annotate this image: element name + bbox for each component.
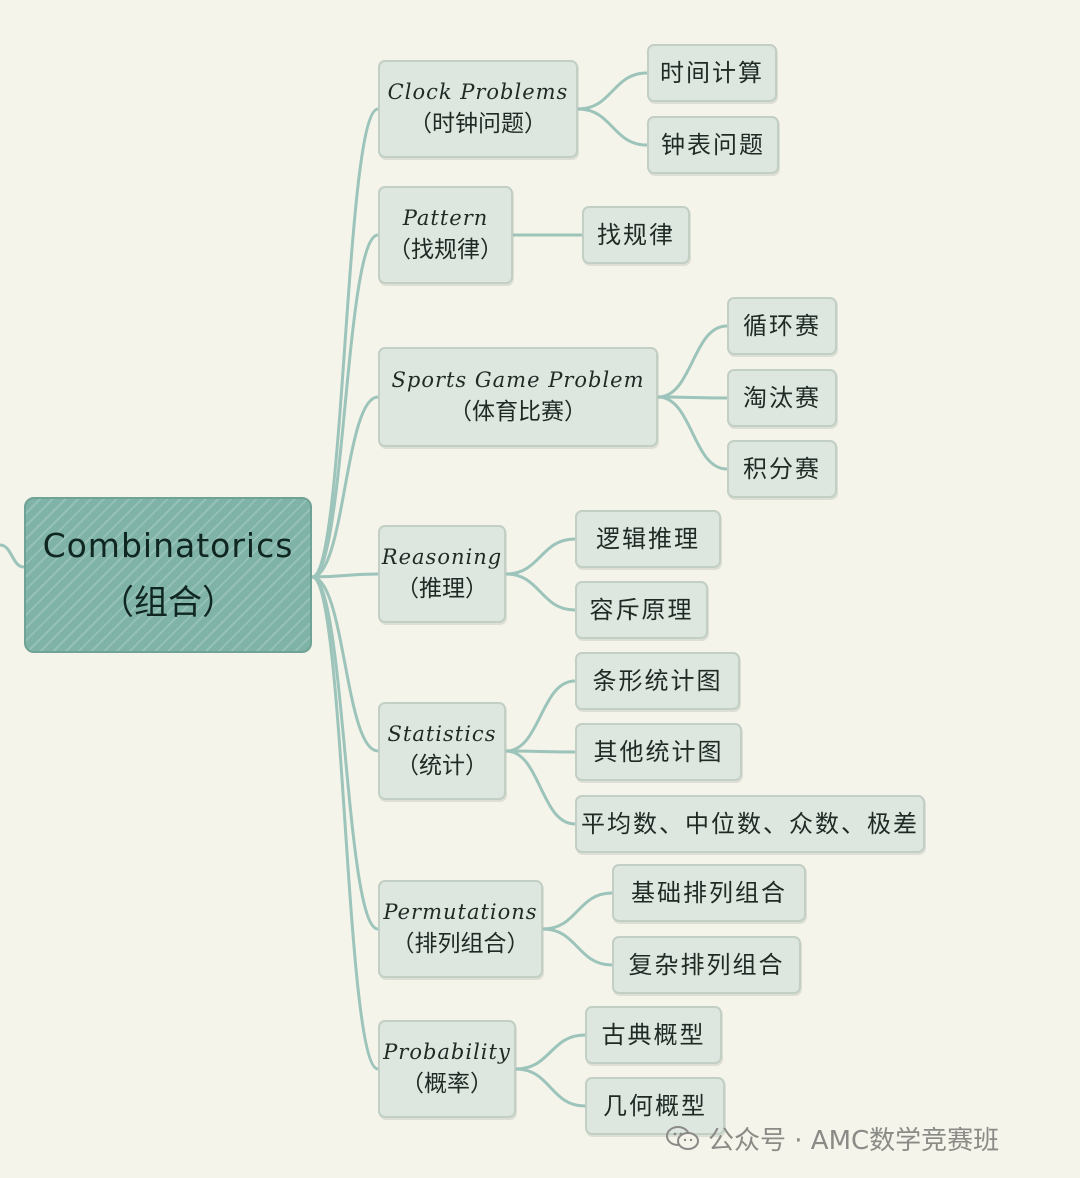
- connector-line: [504, 679, 577, 753]
- connector-line: [310, 107, 380, 579]
- watermark-text: 公众号 · AMC数学竞赛班: [708, 1125, 1000, 1156]
- branch-reasoning: Reasoning （推理）: [378, 525, 506, 623]
- connector-line: [576, 71, 649, 111]
- branch-label-en: Permutations: [383, 900, 538, 925]
- branch-label-en: Clock Problems: [387, 80, 569, 105]
- leaf-time-calculation: 时间计算: [647, 44, 777, 102]
- leaf-round-robin: 循环赛: [727, 297, 837, 355]
- root-node: Combinatorics （组合）: [24, 497, 312, 653]
- branch-label-en: Reasoning: [381, 545, 503, 570]
- connector-line: [656, 395, 729, 471]
- branch-label-en: Sports Game Problem: [391, 368, 645, 393]
- watermark: 公众号 · AMC数学竞赛班: [666, 1118, 999, 1158]
- connector-line: [541, 891, 614, 931]
- connector-line: [310, 233, 380, 579]
- branch-sports-game-problem: Sports Game Problem （体育比赛）: [378, 347, 658, 447]
- branch-label-zh: （概率）: [401, 1070, 493, 1097]
- leaf-mean-median-mode-range: 平均数、中位数、众数、极差: [575, 795, 925, 853]
- branch-label-en: Statistics: [387, 722, 497, 747]
- leaf-other-charts: 其他统计图: [575, 723, 742, 781]
- branch-permutations: Permutations （排列组合）: [378, 880, 543, 978]
- leaf-geometric-probability: 几何概型: [585, 1077, 725, 1135]
- branch-pattern: Pattern （找规律）: [378, 186, 513, 284]
- connector-line: [656, 324, 729, 399]
- connector-line: [576, 107, 649, 147]
- branch-label-zh: （排列组合）: [391, 930, 530, 957]
- connector-line: [504, 537, 577, 576]
- connector-line: [514, 1067, 587, 1108]
- branch-label-zh: （时钟问题）: [409, 110, 547, 137]
- wechat-icon: [666, 1125, 700, 1151]
- connector-line: [541, 927, 614, 967]
- connector-line: [504, 572, 577, 612]
- root-subtitle: （组合）: [100, 583, 236, 623]
- connector-line: [514, 1033, 587, 1071]
- connector-line: [504, 749, 577, 826]
- branch-label-zh: （体育比赛）: [449, 398, 587, 425]
- connector-line: [310, 575, 380, 753]
- branch-label-zh: （推理）: [396, 575, 488, 602]
- branch-statistics: Statistics （统计）: [378, 702, 506, 800]
- connector-line: [310, 395, 380, 579]
- leaf-points-tournament: 积分赛: [727, 440, 837, 498]
- leaf-clock-questions: 钟表问题: [647, 116, 779, 174]
- branch-label-zh: （找规律）: [388, 236, 503, 263]
- connector-line: [310, 575, 380, 931]
- connector-line: [310, 575, 380, 1071]
- leaf-complex-permutations: 复杂排列组合: [612, 936, 801, 994]
- leaf-bar-chart: 条形统计图: [575, 652, 740, 710]
- branch-label-en: Probability: [383, 1040, 511, 1065]
- connector-line: [310, 572, 380, 579]
- branch-label-zh: （统计）: [396, 752, 488, 779]
- leaf-inclusion-exclusion: 容斥原理: [575, 581, 708, 639]
- branch-label-en: Pattern: [402, 206, 489, 231]
- branch-clock-problems: Clock Problems （时钟问题）: [378, 60, 578, 158]
- root-title: Combinatorics: [42, 526, 294, 565]
- leaf-knockout: 淘汰赛: [727, 369, 837, 427]
- leaf-find-pattern: 找规律: [582, 206, 690, 264]
- connector-line: [504, 749, 577, 754]
- connector-line: [656, 395, 729, 400]
- leaf-basic-permutations: 基础排列组合: [612, 864, 806, 922]
- branch-probability: Probability （概率）: [378, 1020, 516, 1118]
- leaf-logical-reasoning: 逻辑推理: [575, 510, 721, 568]
- leaf-classical-probability: 古典概型: [585, 1006, 722, 1064]
- connector-line: [0, 543, 26, 569]
